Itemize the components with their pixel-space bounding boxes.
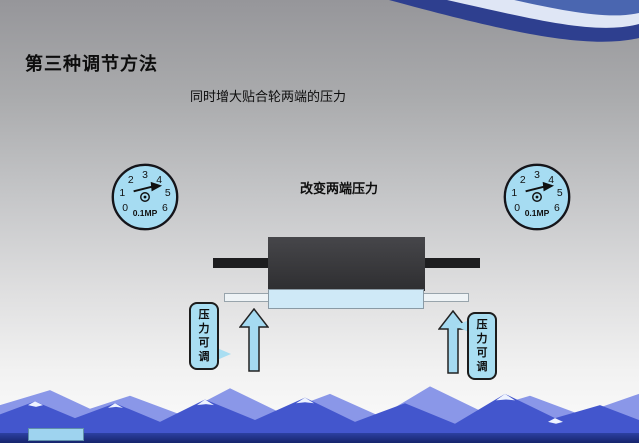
corner-swoosh-decoration	[389, 0, 639, 42]
callout-tail	[217, 348, 231, 360]
mountain-decoration	[0, 386, 639, 435]
diagram-caption: 改变两端压力	[300, 181, 379, 196]
gauge-hub	[532, 192, 542, 202]
gauge-hub	[140, 192, 150, 202]
up-arrow-icon	[239, 308, 269, 372]
gauge-hub-dot	[143, 195, 147, 199]
page-title: 第三种调节方法	[25, 54, 158, 74]
footer-accent-box	[28, 428, 84, 441]
gauge-hub-dot	[535, 195, 539, 199]
bottom-roller-axle-left	[224, 293, 270, 302]
bottom-roller	[268, 289, 424, 309]
gauge-tick-1: 1	[511, 188, 517, 199]
gauge-tick-0: 0	[122, 203, 128, 214]
top-roller	[268, 237, 425, 291]
gauge-unit-label: 0.1MP	[525, 208, 550, 218]
gauge-tick-4: 4	[548, 175, 554, 186]
gauge-tick-5: 5	[557, 188, 563, 199]
gauge-tick-6: 6	[554, 203, 560, 214]
callout-pressure-adjustable-left: 压力可调	[189, 302, 219, 370]
gauge-needle-icon	[525, 181, 555, 193]
gauge-needle-icon	[133, 181, 163, 193]
top-roller-axle-left	[213, 258, 270, 268]
callout-tail	[455, 320, 469, 332]
gauge-unit-label: 0.1MP	[133, 208, 158, 218]
gauge-tick-2: 2	[128, 175, 134, 186]
gauge-tick-0: 0	[514, 203, 520, 214]
slide-subtitle: 同时增大贴合轮两端的压力	[190, 89, 347, 104]
gauge-tick-3: 3	[534, 170, 540, 181]
gauge-tick-2: 2	[520, 175, 526, 186]
callout-pressure-adjustable-right: 压力可调	[467, 312, 497, 380]
gauge-tick-5: 5	[165, 188, 171, 199]
gauge-tick-1: 1	[119, 188, 125, 199]
pressure-gauge-left: 0 1 2 3 4 5 6 0.1MP	[111, 163, 179, 231]
pressure-gauge-right: 0 1 2 3 4 5 6 0.1MP	[503, 163, 571, 231]
bottom-roller-axle-right	[423, 293, 469, 302]
gauge-tick-3: 3	[142, 170, 148, 181]
gauge-tick-6: 6	[162, 203, 168, 214]
top-roller-axle-right	[423, 258, 480, 268]
gauge-tick-4: 4	[156, 175, 162, 186]
footer-bar	[0, 433, 639, 443]
